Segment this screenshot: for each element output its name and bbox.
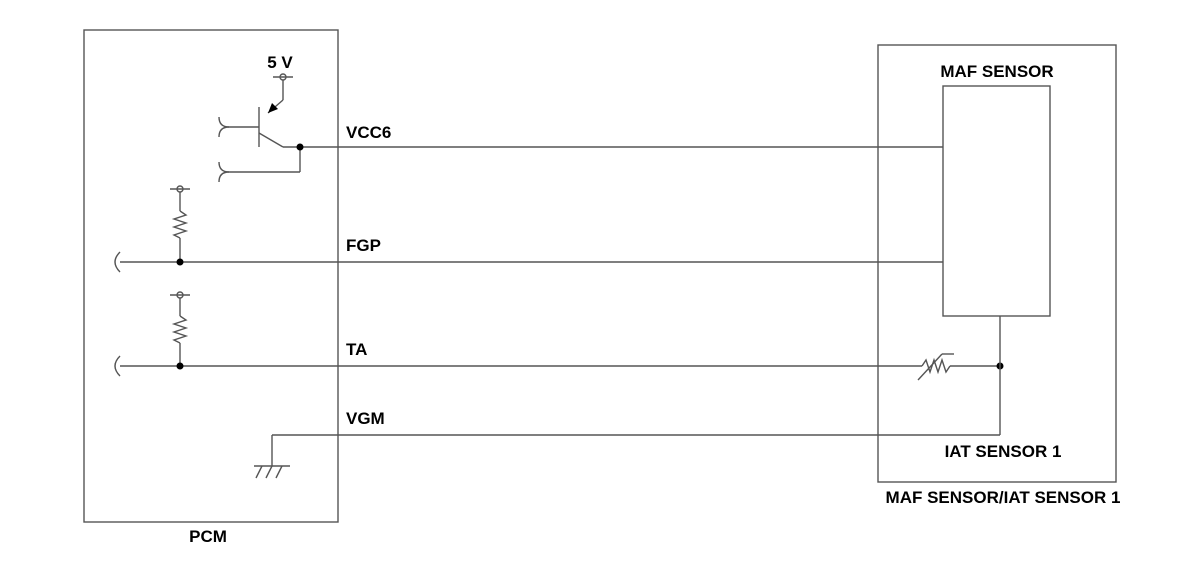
ta-label: TA xyxy=(346,340,367,359)
vcc6-label: VCC6 xyxy=(346,123,391,142)
iat-sensor-label: IAT SENSOR 1 xyxy=(945,442,1062,461)
ta-input-arc xyxy=(114,355,121,377)
sensor-module-label: MAF SENSOR/IAT SENSOR 1 xyxy=(886,488,1121,507)
iat-thermistor-symbol xyxy=(917,353,1000,381)
fgp-pullup-resistor xyxy=(170,185,190,262)
ground-icon xyxy=(254,465,290,479)
ta-pullup-resistor xyxy=(170,291,190,366)
supply-5v-label: 5 V xyxy=(267,53,293,72)
sensor-module-box xyxy=(877,44,1117,483)
vcc6-junction xyxy=(296,143,304,151)
vgm-label: VGM xyxy=(346,409,385,428)
maf-sensor-box xyxy=(942,85,1051,317)
transistor-symbol xyxy=(218,73,301,183)
ta-junction xyxy=(176,362,184,370)
maf-sensor-label: MAF SENSOR xyxy=(940,62,1053,81)
fgp-input-arc xyxy=(114,251,121,273)
pcm-label: PCM xyxy=(189,527,227,546)
fgp-junction xyxy=(176,258,184,266)
pcm-box xyxy=(83,29,339,523)
fgp-label: FGP xyxy=(346,236,381,255)
